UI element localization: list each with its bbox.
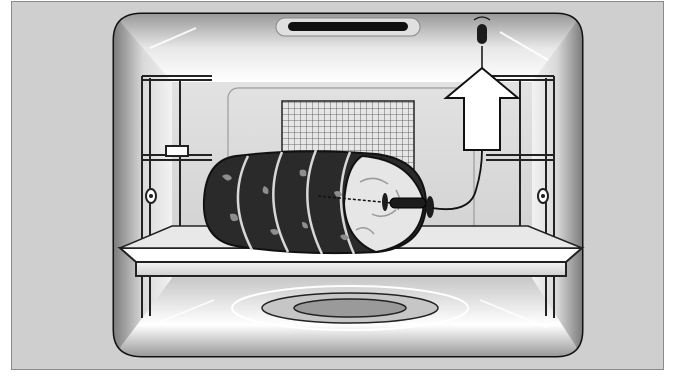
oven-lamp-icon [276, 18, 420, 36]
turntable-ring-icon [232, 286, 468, 330]
